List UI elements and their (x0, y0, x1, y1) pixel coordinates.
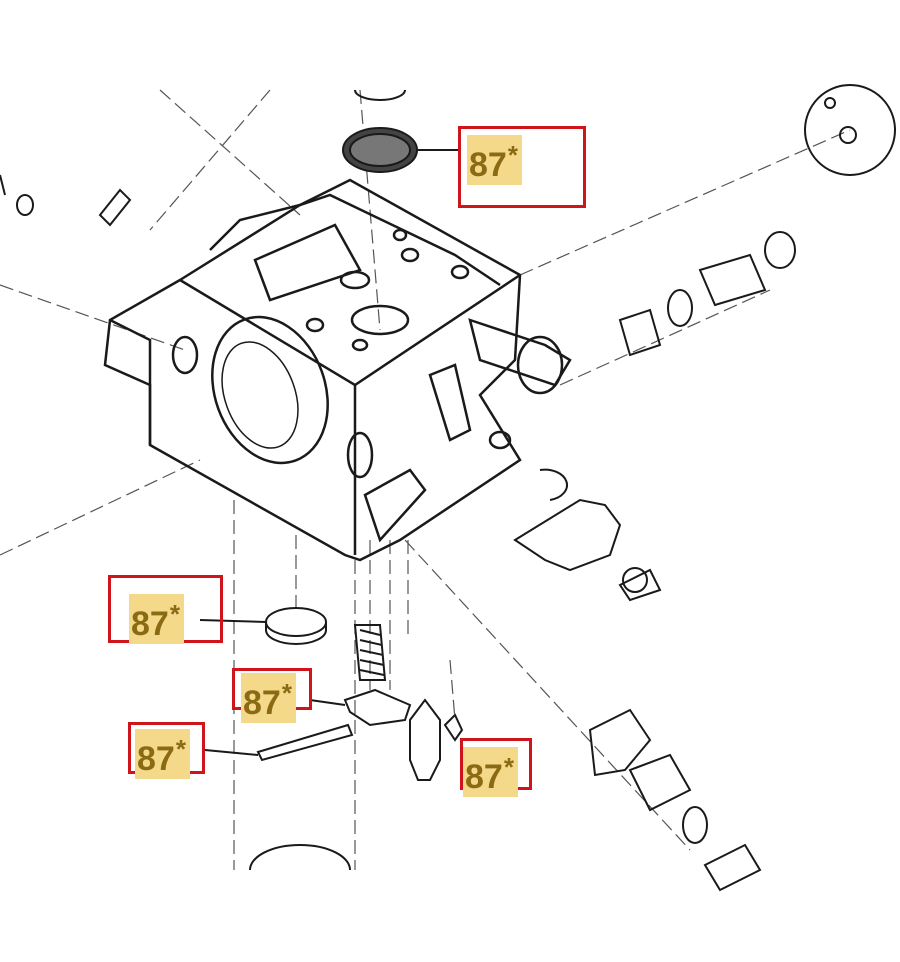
callout-label: 87* (463, 747, 518, 797)
callout-mark: * (175, 734, 186, 764)
parts (0, 84, 896, 892)
axis-lines (0, 89, 851, 870)
callout-mark: * (503, 752, 514, 782)
callout-needle: 87* (460, 738, 532, 797)
callout-label: 87* (241, 673, 296, 723)
callout-lever: 87* (232, 668, 312, 723)
callout-label: 87* (135, 729, 190, 779)
callout-plug: 87* (108, 575, 223, 644)
callout-pin: 87* (128, 722, 205, 779)
callout-label: 87* (129, 594, 184, 644)
callout-number: 87 (465, 758, 503, 796)
callout-number: 87 (131, 605, 169, 643)
callout-number: 87 (469, 146, 507, 184)
callout-label: 87* (467, 135, 522, 185)
carburetor-body (103, 178, 572, 562)
callout-mark: * (507, 140, 518, 170)
callout-mark: * (281, 678, 292, 708)
callout-number: 87 (243, 684, 281, 722)
callout-mark: * (169, 599, 180, 629)
callout-number: 87 (137, 740, 175, 778)
callout-filter-screen: 87* (458, 126, 586, 208)
